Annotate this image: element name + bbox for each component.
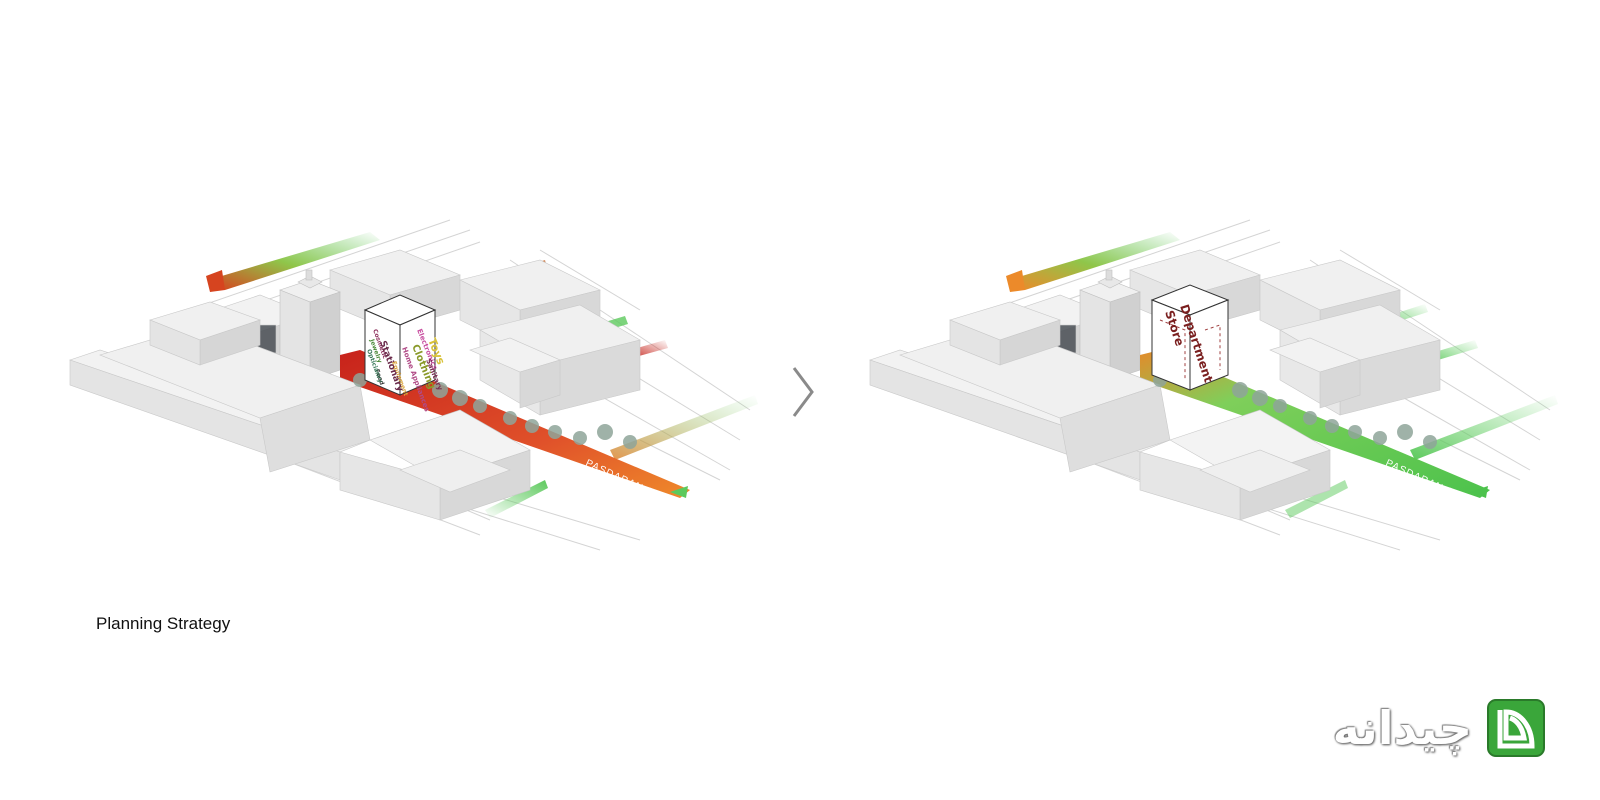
right-circulation-path xyxy=(610,395,758,460)
diagram-before: PASDARAN St xyxy=(69,219,758,551)
building-mass-front xyxy=(869,301,1361,521)
street-end-arrow xyxy=(670,486,688,498)
top-circulation-path xyxy=(215,232,380,290)
main-street-path xyxy=(1140,350,1490,498)
main-street-path xyxy=(340,350,690,498)
department-store-building xyxy=(1150,284,1230,391)
top-circulation-path xyxy=(1015,232,1180,290)
street-trees xyxy=(1153,373,1437,449)
top-path-arrow xyxy=(206,270,225,292)
logo: چیدانه xyxy=(1326,694,1556,770)
lower-circulation-path xyxy=(485,480,548,518)
lower-circulation-path xyxy=(1285,480,1348,518)
building-mass-front xyxy=(69,301,561,521)
right-circulation-path xyxy=(1410,395,1558,460)
diagram-after: PASDARAN St xyxy=(869,219,1558,551)
street-end-arrow xyxy=(1470,486,1488,498)
chevron-right-icon xyxy=(792,367,814,417)
logo-mark-icon xyxy=(1487,699,1545,757)
logo-text: چیدانه xyxy=(1332,701,1472,755)
street-trees xyxy=(353,373,637,449)
caption: Planning Strategy xyxy=(96,614,231,633)
top-path-arrow xyxy=(1006,270,1025,292)
mixed-use-building xyxy=(363,294,437,396)
